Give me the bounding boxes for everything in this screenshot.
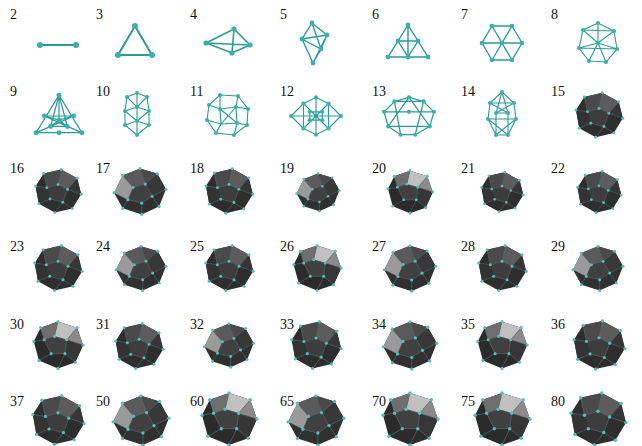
- cluster-structure: [115, 23, 155, 58]
- cluster-structure: [382, 95, 436, 137]
- cluster-size-number: 13: [372, 85, 386, 99]
- cluster-size-number: 70: [372, 395, 386, 409]
- cluster-size-number: 11: [190, 85, 203, 99]
- cluster-structure: [486, 90, 518, 137]
- cluster-size-number: 18: [190, 162, 204, 176]
- cluster-structure: [31, 394, 86, 446]
- cluster-size-number: 3: [96, 8, 103, 22]
- cluster-size-number: 12: [280, 85, 294, 99]
- cluster-structure: [205, 93, 250, 137]
- cluster-structure: [381, 391, 439, 446]
- cluster-structure: [112, 167, 167, 216]
- cluster-size-number: 35: [461, 318, 475, 332]
- cluster-structure: [115, 245, 168, 292]
- cluster-size-number: 25: [190, 240, 204, 254]
- cluster-size-number: 26: [280, 240, 294, 254]
- cluster-size-number: 6: [372, 8, 379, 22]
- cluster-structure: [292, 244, 343, 292]
- cluster-structure: [205, 167, 255, 214]
- cluster-structure: [114, 322, 165, 370]
- cluster-size-number: 32: [190, 318, 204, 332]
- cluster-structure: [123, 91, 151, 137]
- cluster-structure: [473, 391, 531, 446]
- cluster-size-number: 15: [551, 85, 565, 99]
- cluster-size-number: 37: [10, 395, 24, 409]
- cluster-structure: [33, 244, 84, 292]
- cluster-size-number: 9: [10, 85, 17, 99]
- cluster-size-number: 19: [280, 162, 294, 176]
- cluster-structure: [480, 171, 524, 213]
- cluster-structure: [577, 21, 619, 64]
- cluster-size-number: 4: [190, 8, 197, 22]
- cluster-size-number: 17: [96, 162, 110, 176]
- cluster-size-number: 27: [372, 240, 386, 254]
- cluster-structure: [204, 244, 255, 292]
- cluster-structure: [382, 320, 439, 371]
- cluster-structure: [480, 24, 525, 63]
- cluster-size-number: 23: [10, 240, 24, 254]
- cluster-structure: [386, 23, 431, 60]
- cluster-structure: [569, 391, 627, 446]
- cluster-size-number: 20: [372, 162, 386, 176]
- cluster-structure: [34, 168, 82, 214]
- cluster-size-number: 2: [10, 8, 17, 22]
- cluster-size-number: 36: [551, 318, 565, 332]
- cluster-structure: [387, 169, 435, 214]
- cluster-size-number: 16: [10, 162, 24, 176]
- cluster-structure: [572, 319, 626, 370]
- cluster-size-number: 31: [96, 318, 110, 332]
- cluster-size-number: 34: [372, 318, 386, 332]
- cluster-size-number: 5: [280, 8, 287, 22]
- cluster-size-number: 50: [96, 395, 110, 409]
- cluster-size-number: 65: [280, 395, 294, 409]
- cluster-size-number: 10: [96, 85, 110, 99]
- cluster-structure: [576, 170, 622, 214]
- cluster-structure: [286, 394, 345, 446]
- cluster-size-number: 22: [551, 162, 565, 176]
- cluster-size-number: 80: [551, 395, 565, 409]
- cluster-size-number: 60: [190, 395, 204, 409]
- cluster-structure: [290, 320, 343, 370]
- cluster-structure: [383, 244, 438, 293]
- cluster-structure: [32, 320, 85, 370]
- cluster-size-number: 7: [461, 8, 468, 22]
- cluster-size-number: 29: [551, 240, 565, 254]
- cluster-structure: [111, 394, 170, 446]
- cluster-structure: [289, 95, 343, 137]
- cluster-structure: [572, 245, 625, 292]
- cluster-size-number: 33: [280, 318, 294, 332]
- cluster-size-number: 8: [551, 8, 558, 22]
- cluster-structure: [34, 93, 85, 135]
- cluster-structure: [476, 320, 529, 370]
- cluster-structure: [300, 21, 330, 66]
- cluster-size-number: 24: [96, 240, 110, 254]
- cluster-structure: [203, 26, 252, 55]
- cluster-structure: [200, 391, 258, 446]
- cluster-size-number: 14: [461, 85, 475, 99]
- cluster-structure: [37, 42, 79, 48]
- cluster-structure: [203, 322, 255, 368]
- cluster-size-number: 28: [461, 240, 475, 254]
- cluster-size-number: 30: [10, 318, 24, 332]
- cluster-structure: [295, 172, 340, 212]
- cluster-size-number: 21: [461, 162, 475, 176]
- cluster-structure: [575, 91, 625, 138]
- cluster-size-number: 75: [461, 395, 475, 409]
- cluster-structure: [477, 244, 528, 292]
